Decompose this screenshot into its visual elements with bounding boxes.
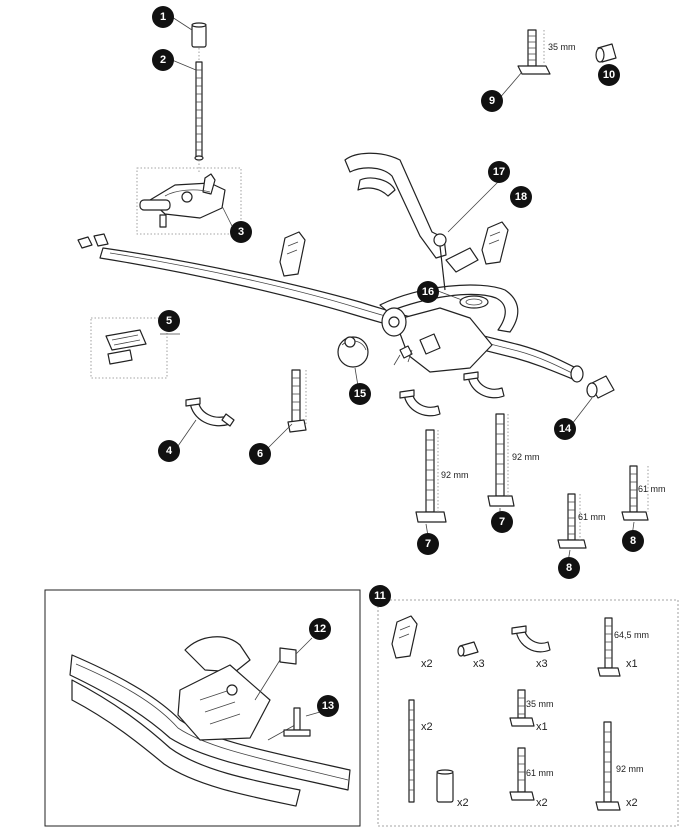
- svg-text:11: 11: [374, 590, 386, 602]
- callout-4: 4: [158, 440, 180, 462]
- part-bolt-61mm-a: 61 mm: [557, 493, 606, 549]
- svg-text:8: 8: [630, 535, 636, 547]
- callout-8b: 8: [622, 530, 644, 552]
- svg-text:17: 17: [493, 166, 505, 178]
- part-bolt-92mm-b: 92 mm: [487, 413, 540, 507]
- svg-text:18: 18: [515, 191, 527, 203]
- dim-label-35mm: 35 mm: [548, 42, 576, 52]
- dim-label-92mm-b: 92 mm: [512, 452, 540, 462]
- main-rail: [77, 233, 584, 383]
- callout-8a: 8: [558, 557, 580, 579]
- svg-text:9: 9: [489, 95, 495, 107]
- callout-10: 10: [598, 64, 620, 86]
- callout-7a: 7: [417, 533, 439, 555]
- part-frame-mount: [381, 307, 493, 373]
- svg-text:10: 10: [603, 69, 615, 81]
- part-bolt-35mm: 35 mm: [517, 29, 576, 75]
- callout-9: 9: [481, 90, 503, 112]
- part-spacer: [595, 43, 617, 63]
- callout-18: 18: [510, 186, 532, 208]
- part-strap-left: [279, 231, 306, 277]
- svg-text:2: 2: [160, 54, 166, 66]
- part-bolt-92mm-a: 92 mm: [415, 429, 469, 523]
- svg-text:16: 16: [422, 286, 434, 298]
- dim-label-61mm-b: 61 mm: [638, 484, 666, 494]
- svg-text:3: 3: [238, 226, 244, 238]
- kit-bolt-35-qty: x1: [536, 721, 548, 733]
- dim-label-92mm-a: 92 mm: [441, 470, 469, 480]
- dim-label-61mm-a: 61 mm: [578, 512, 606, 522]
- callout-3: 3: [230, 221, 252, 243]
- callout-15: 15: [349, 383, 371, 405]
- svg-text:1: 1: [160, 11, 166, 23]
- part-threaded-rod: [194, 48, 204, 172]
- kit-spacer-qty: x3: [473, 658, 485, 670]
- part-strap-18: [481, 221, 509, 265]
- svg-text:15: 15: [354, 388, 366, 400]
- callout-12: 12: [309, 618, 331, 640]
- part-u-bracket-center: [399, 389, 441, 417]
- callout-2: 2: [152, 49, 174, 71]
- part-sleeve: [191, 22, 207, 48]
- callout-7b: 7: [491, 511, 513, 533]
- callout-13: 13: [317, 695, 339, 717]
- svg-text:5: 5: [166, 315, 172, 327]
- kit-rod-qty: x2: [421, 721, 433, 733]
- kit-bolt-645-qty: x1: [626, 658, 638, 670]
- part-wheel-holder: [344, 152, 479, 291]
- callout-6: 6: [249, 443, 271, 465]
- callout-16: 16: [417, 281, 439, 303]
- part-u-bracket-4: [185, 397, 235, 427]
- part-end-cap: [586, 375, 615, 399]
- callout-11: 11: [369, 585, 391, 607]
- svg-text:8: 8: [566, 562, 572, 574]
- kit-bolt-61-label: 61 mm: [526, 768, 554, 778]
- svg-text:7: 7: [425, 538, 431, 550]
- kit-bolt-92-qty: x2: [626, 797, 638, 809]
- detail-inset: [44, 589, 361, 827]
- part-bolt-6: [287, 369, 307, 433]
- kit-bolt-61-qty: x2: [536, 797, 548, 809]
- kit-bracket-qty: x3: [536, 658, 548, 670]
- part-clamp-assembly: [136, 167, 242, 235]
- kit-sleeve-qty: x2: [457, 797, 469, 809]
- kit-strap-qty: x2: [421, 658, 433, 670]
- svg-text:14: 14: [559, 423, 572, 435]
- callout-14: 14: [554, 418, 576, 440]
- kit-bolt-645-label: 64,5 mm: [614, 630, 649, 640]
- part-knob: [337, 336, 369, 368]
- part-mount-plate: [90, 317, 168, 379]
- kit-contents-box: x2 x3 x3 64,5 mm x1 x2 35 mm x1 x2 61: [377, 599, 679, 827]
- svg-text:12: 12: [314, 623, 326, 635]
- svg-text:7: 7: [499, 516, 505, 528]
- svg-text:6: 6: [257, 448, 263, 460]
- part-u-bracket-right: [463, 371, 505, 399]
- svg-text:4: 4: [166, 445, 173, 457]
- leader-lines: [160, 16, 635, 717]
- svg-text:13: 13: [322, 700, 334, 712]
- callout-1: 1: [152, 6, 174, 28]
- callout-5: 5: [158, 310, 180, 332]
- kit-bolt-35-label: 35 mm: [526, 699, 554, 709]
- kit-bolt-92-label: 92 mm: [616, 764, 644, 774]
- part-bolt-61mm-b: 61 mm: [621, 465, 666, 521]
- callout-17: 17: [488, 161, 510, 183]
- part-ring-16: [459, 295, 489, 309]
